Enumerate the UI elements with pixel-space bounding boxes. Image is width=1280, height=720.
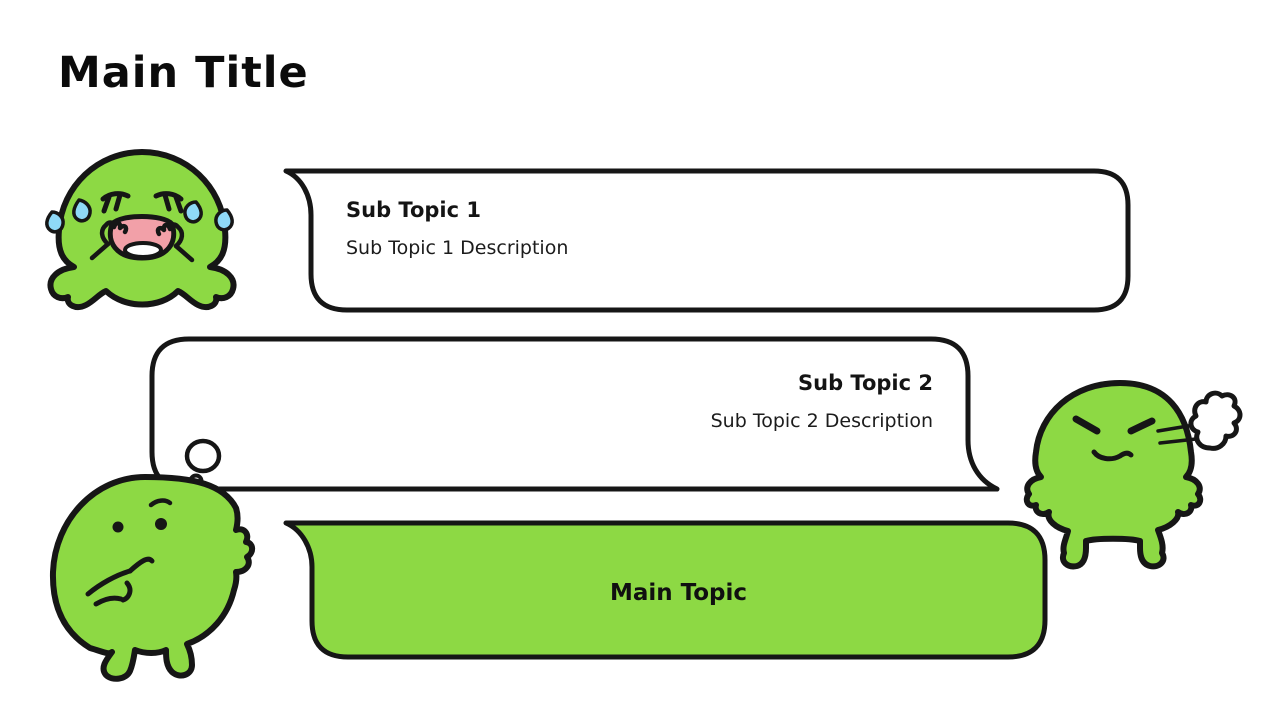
thinking-body (49, 474, 256, 682)
tears-icon (45, 198, 234, 234)
steam-cloud-icon (1188, 390, 1243, 451)
thinking-character (49, 474, 256, 682)
crying-hands (89, 220, 195, 263)
sub-topic-1-title[interactable]: Sub Topic 1 (346, 198, 481, 222)
sub-topic-1-bubble[interactable] (283, 168, 1131, 313)
thinking-hand (85, 556, 155, 607)
sub-topic-2-title[interactable]: Sub Topic 2 (798, 371, 933, 395)
main-topic-bubble[interactable] (283, 520, 1048, 660)
annoyed-body (1023, 380, 1204, 570)
steam-lines-icon (1156, 423, 1198, 445)
annoyed-character (1023, 380, 1243, 570)
annoyed-face (1072, 415, 1156, 462)
sub-topic-2-bubble[interactable] (149, 336, 1000, 492)
crying-mouth-teeth (123, 241, 163, 259)
sub-topic-1-description[interactable]: Sub Topic 1 Description (346, 237, 569, 259)
thinking-face (112, 498, 173, 533)
crying-character (45, 149, 237, 310)
crying-eyes (100, 191, 184, 214)
sub-topic-2-description[interactable]: Sub Topic 2 Description (710, 410, 933, 432)
slide-title[interactable]: Main Title (58, 48, 309, 98)
main-topic-label[interactable]: Main Topic (609, 580, 748, 606)
